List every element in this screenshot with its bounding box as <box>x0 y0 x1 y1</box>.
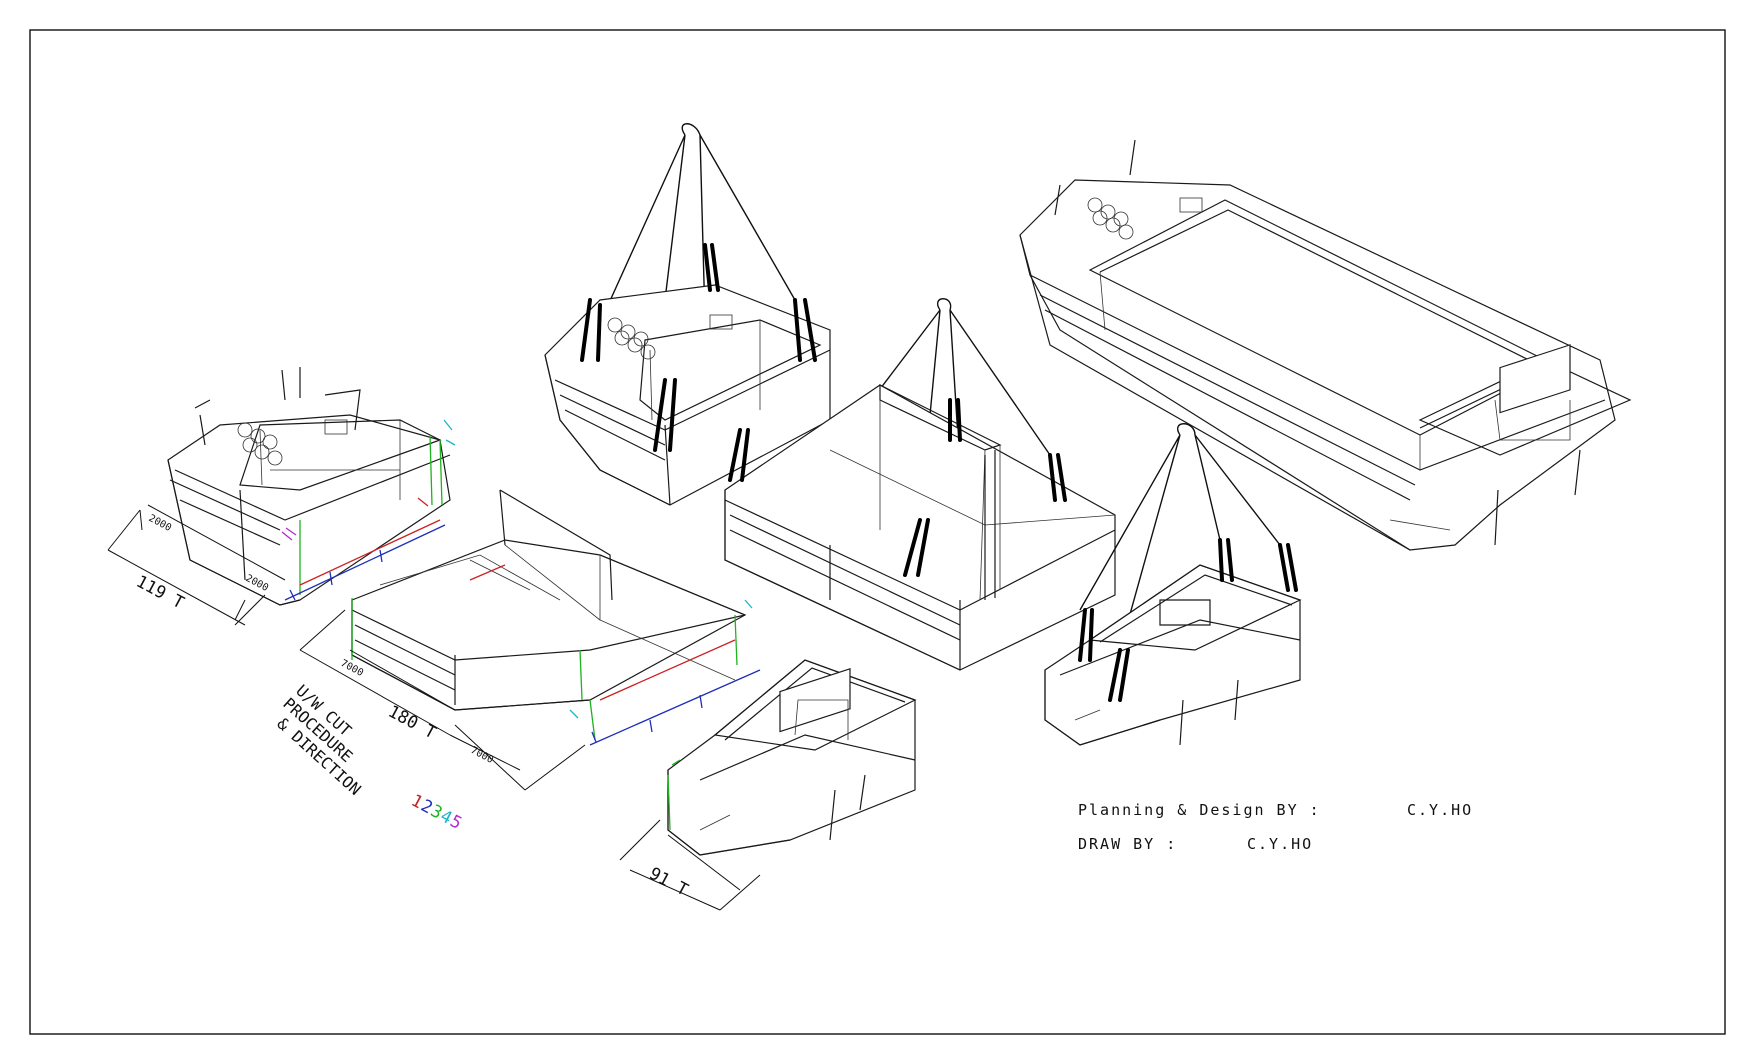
planning-name: C.Y.HO <box>1407 801 1473 819</box>
draw-name: C.Y.HO <box>1247 835 1313 853</box>
planning-label: Planning & Design BY : <box>1078 801 1321 819</box>
stern-section-drawing <box>619 659 917 911</box>
mid-section-drawing <box>299 489 761 791</box>
lifted-stern-section <box>1044 423 1302 746</box>
stern-weight-label: 91 T <box>646 864 692 901</box>
mid-dim-b: 7000 <box>469 745 495 766</box>
mid-weight-label: 180 T <box>385 702 440 744</box>
complete-vessel <box>1019 139 1632 551</box>
sheet-border <box>29 29 1726 1035</box>
mid-dim-a: 7000 <box>339 658 365 679</box>
sequence-digits: 1 2 3 4 5 <box>408 791 465 834</box>
lifted-mid-section <box>724 298 1116 671</box>
bow-section-drawing <box>107 367 456 626</box>
draw-label: DRAW BY : <box>1078 835 1177 853</box>
lifted-bow-section <box>544 123 831 506</box>
